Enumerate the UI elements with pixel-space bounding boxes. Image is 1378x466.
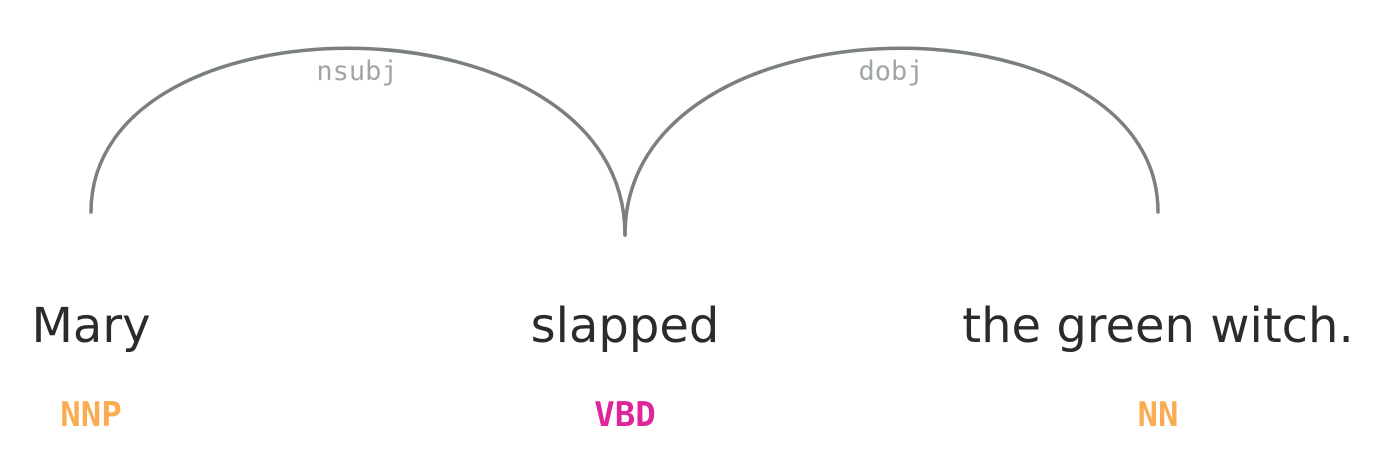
arc-label-dobj: dobj <box>858 56 923 87</box>
pos-tag-nn: NN <box>1138 395 1179 435</box>
pos-tag-nnp: NNP <box>60 395 121 435</box>
token-slapped: slapped <box>531 298 720 354</box>
token-the-green-witch: the green witch. <box>962 298 1353 354</box>
arc-label-nsubj: nsubj <box>316 56 397 87</box>
pos-tag-vbd: VBD <box>594 395 655 435</box>
arc-nsubj <box>89 46 627 237</box>
arc-dobj <box>623 46 1160 237</box>
token-mary: Mary <box>32 298 151 354</box>
